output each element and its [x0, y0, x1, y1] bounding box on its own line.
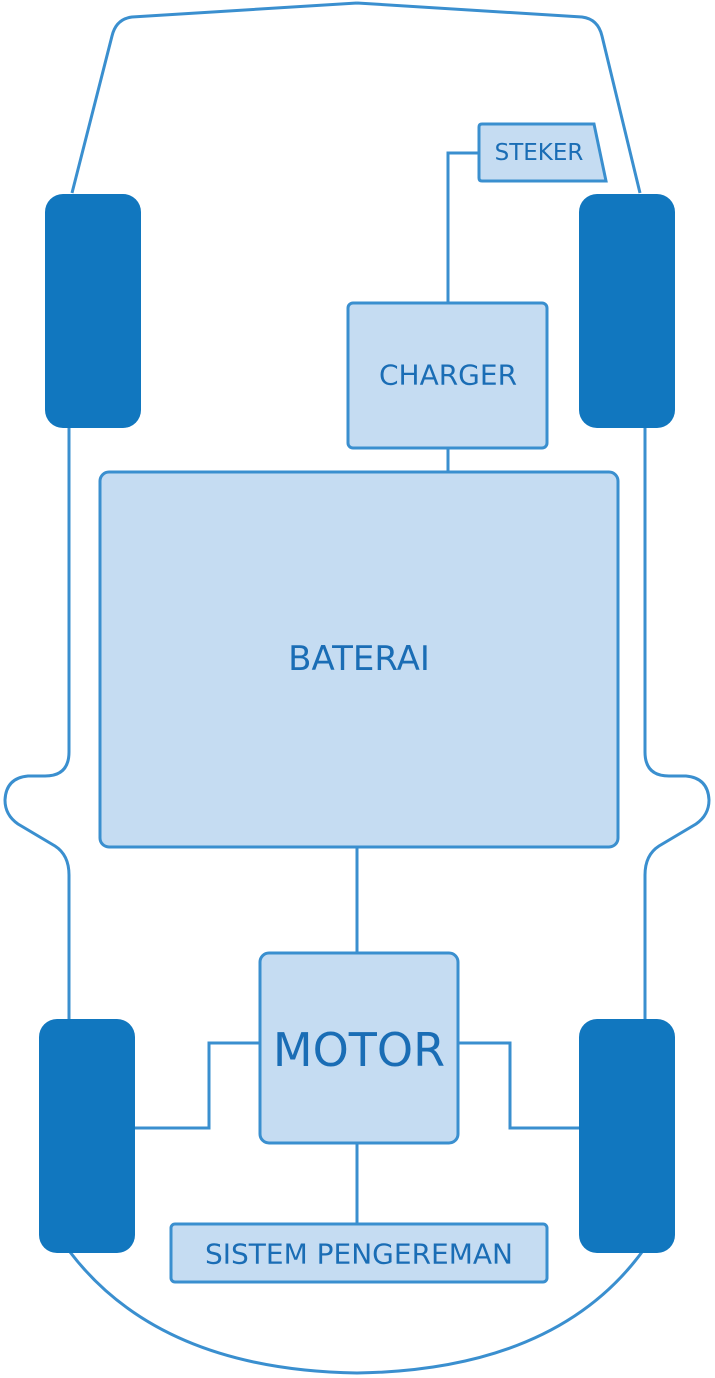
plug-label: STEKER	[495, 140, 584, 166]
wheel-rear-left	[39, 1019, 135, 1253]
wheel-rear-right	[579, 1019, 675, 1253]
wheel-front-left	[45, 194, 141, 428]
battery-label: BATERAI	[288, 639, 430, 679]
battery-component: BATERAI	[98, 470, 620, 849]
wire-motor-left-wheel	[134, 1041, 260, 1130]
wheel-front-right	[579, 194, 675, 428]
wire-motor-right-wheel	[458, 1041, 580, 1130]
motor-component: MOTOR	[258, 951, 460, 1145]
car-body-outline	[3, 1, 711, 1375]
brake-system-label: SISTEM PENGEREMAN	[205, 1238, 513, 1271]
motor-label: MOTOR	[273, 1023, 445, 1077]
brake-system-component: SISTEM PENGEREMAN	[169, 1222, 549, 1284]
wire-plug-charger	[446, 151, 480, 303]
charger-component: CHARGER	[346, 301, 549, 450]
charger-label: CHARGER	[379, 359, 517, 392]
plug-component: STEKER	[477, 122, 608, 183]
